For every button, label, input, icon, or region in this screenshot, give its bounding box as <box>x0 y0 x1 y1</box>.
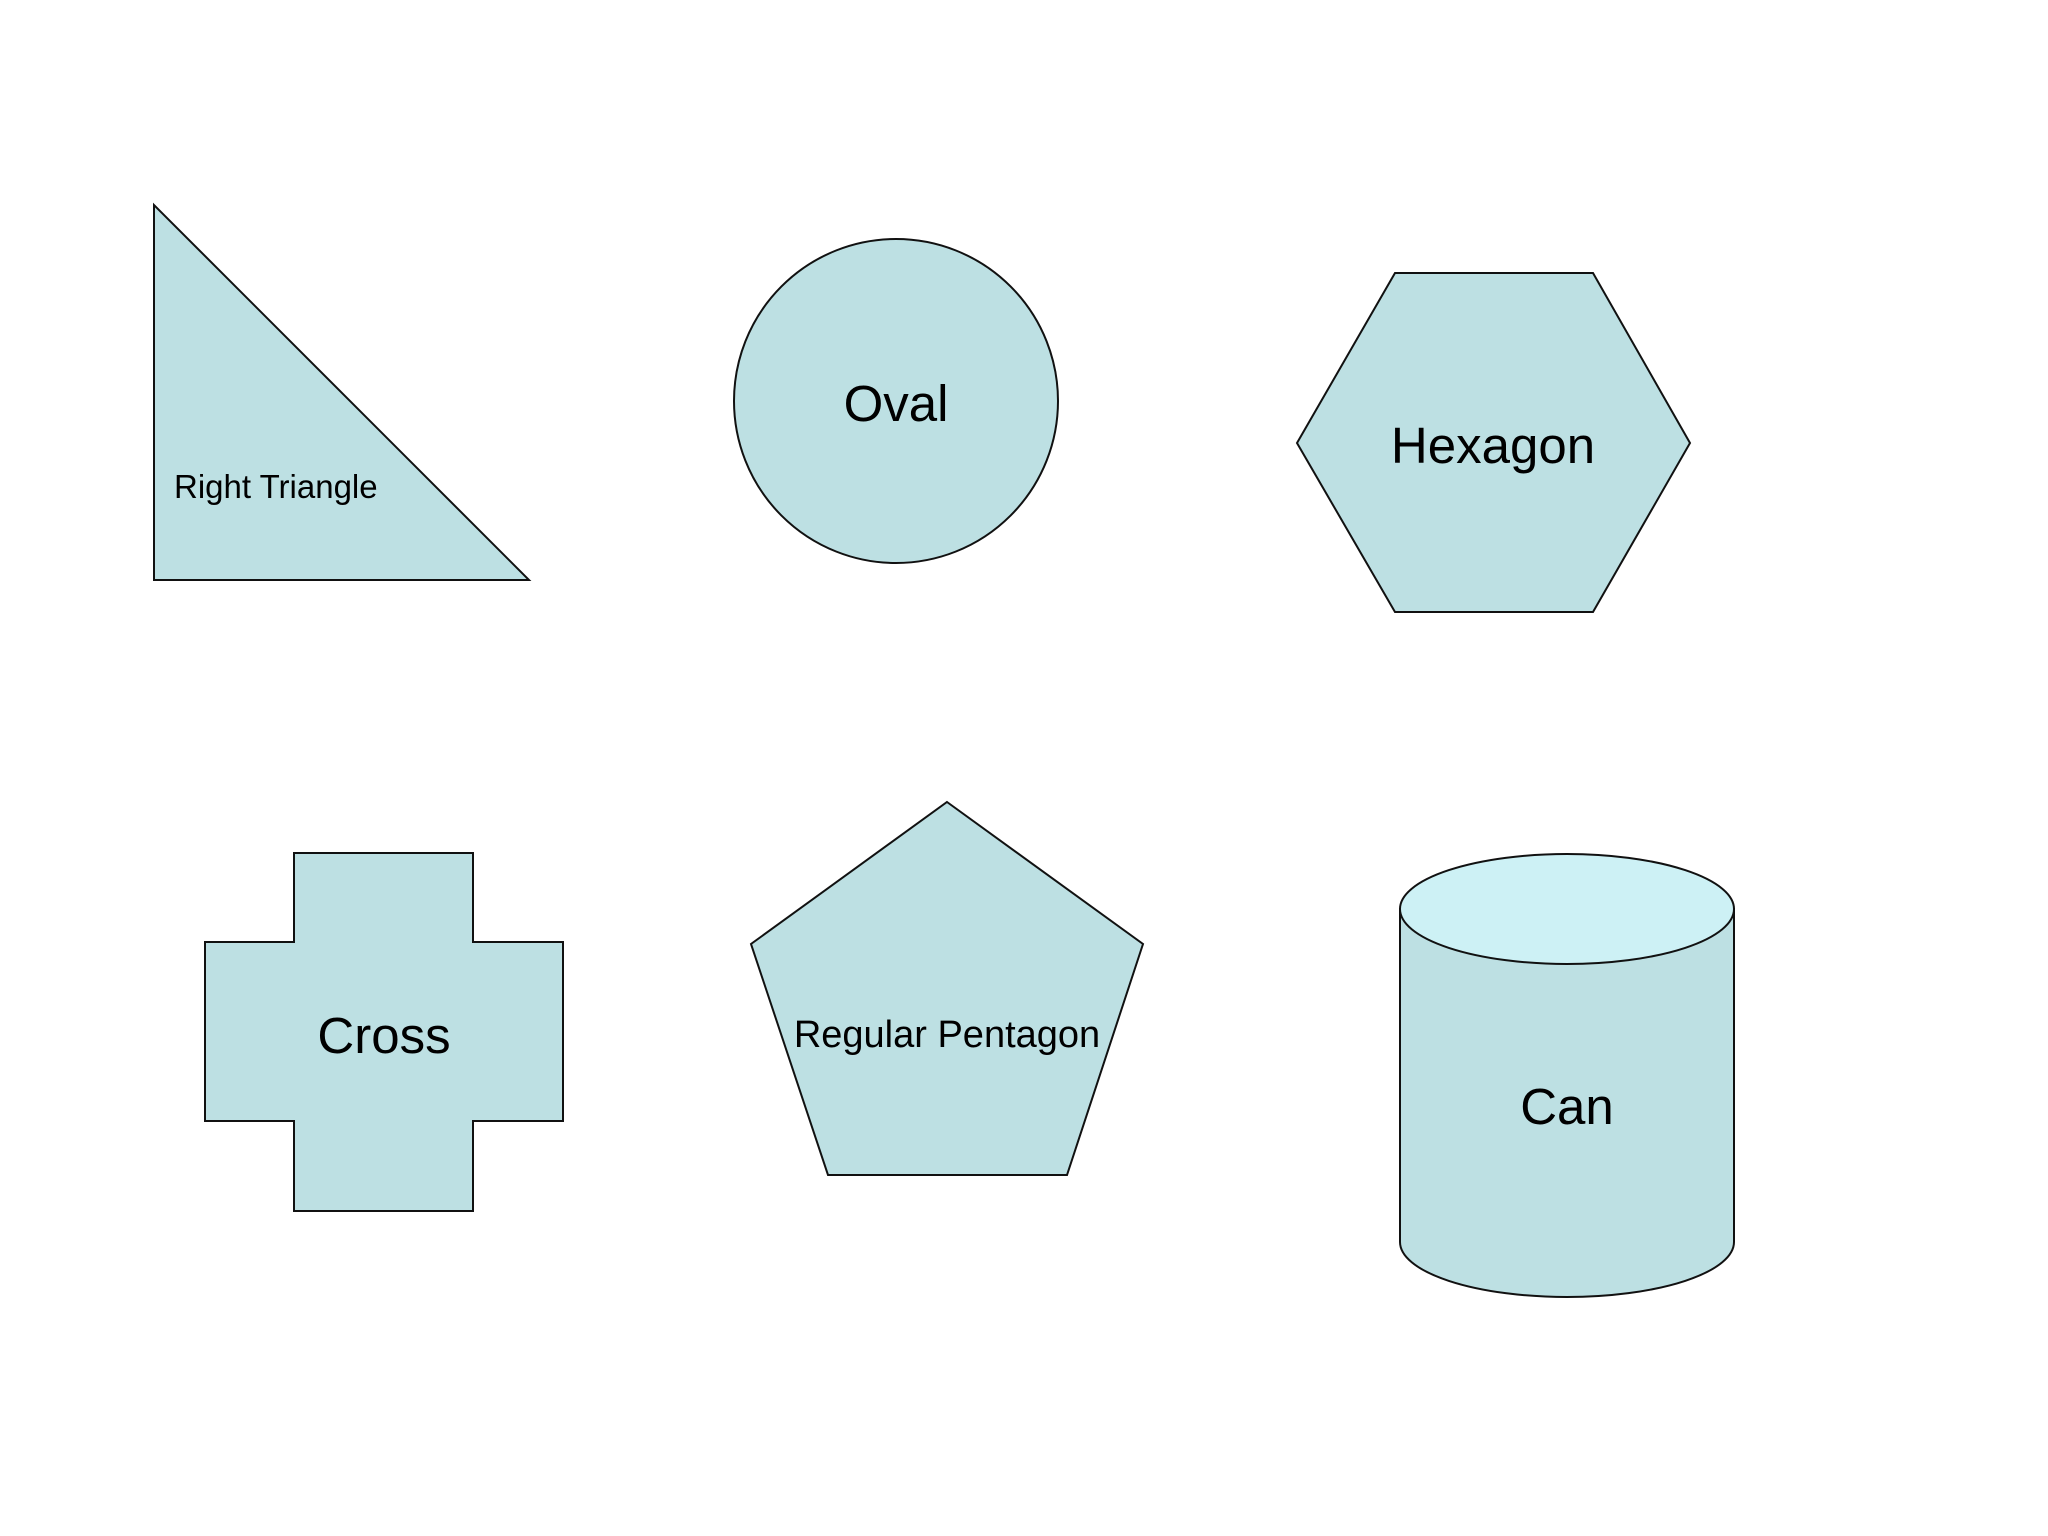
oval-shape[interactable]: Oval <box>733 238 1059 564</box>
right-triangle-shape[interactable]: Right Triangle <box>153 202 532 581</box>
cross-body <box>204 852 564 1212</box>
hexagon-shape[interactable]: Hexagon <box>1295 272 1692 613</box>
can-shape[interactable]: Can <box>1399 853 1735 1298</box>
cross-shape[interactable]: Cross <box>204 852 564 1212</box>
regular-pentagon-label: Regular Pentagon <box>794 1014 1100 1056</box>
can-top <box>1399 853 1735 965</box>
right-triangle-label: Right Triangle <box>174 468 378 505</box>
hexagon-body <box>1295 272 1692 613</box>
hexagon-label: Hexagon <box>1391 417 1595 474</box>
oval-label: Oval <box>844 375 949 432</box>
regular-pentagon-body <box>749 800 1145 1176</box>
can-label: Can <box>1520 1078 1614 1135</box>
can-body <box>1399 908 1735 1298</box>
cross-label: Cross <box>317 1007 450 1064</box>
right-triangle-body <box>153 202 532 581</box>
oval-body <box>733 238 1059 564</box>
regular-pentagon-shape[interactable]: Regular Pentagon <box>749 800 1145 1176</box>
